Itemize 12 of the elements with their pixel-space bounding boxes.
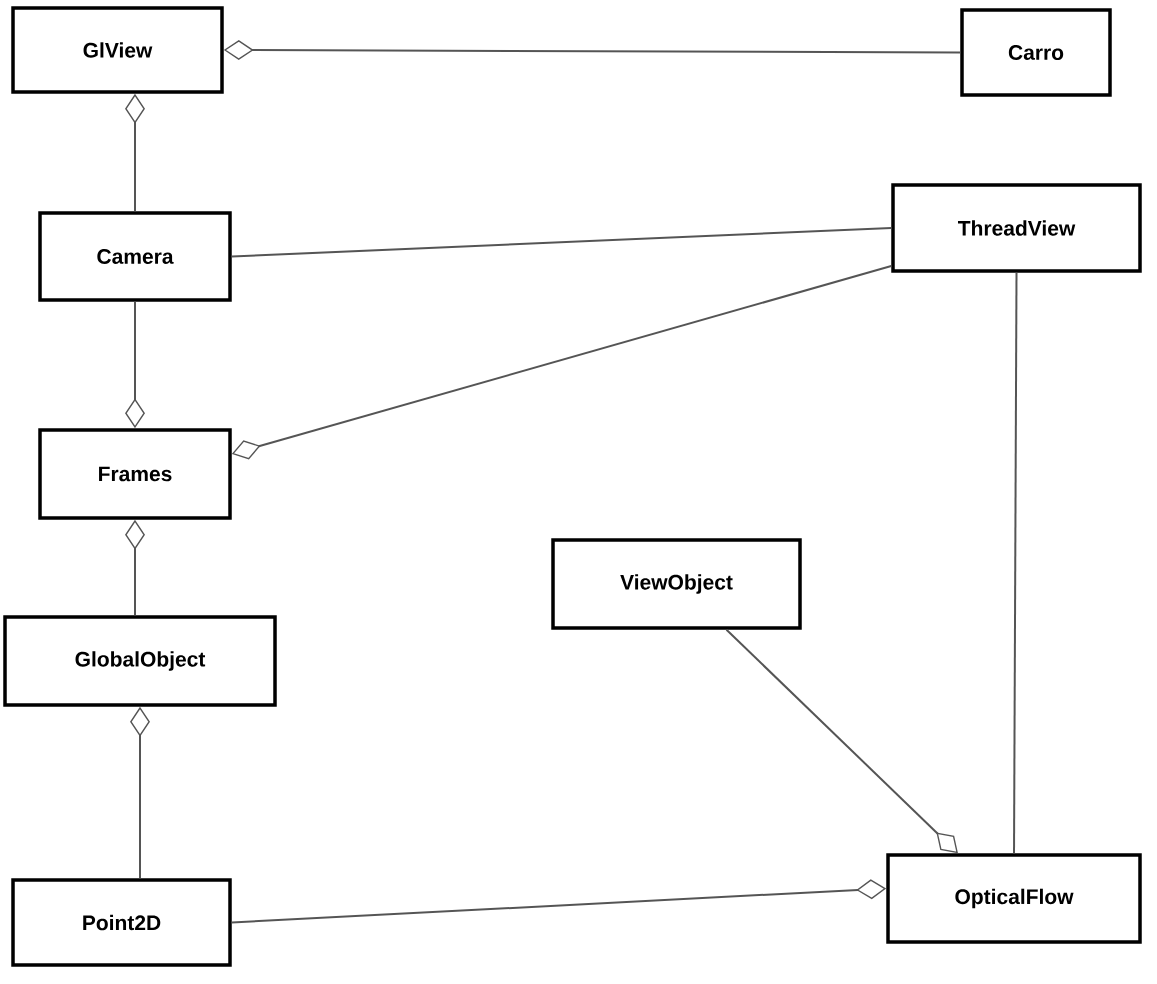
class-box: GlView xyxy=(11,6,224,94)
aggregation-line xyxy=(725,628,958,854)
class-box: GlobalObject xyxy=(3,615,277,707)
class-box: ViewObject xyxy=(551,538,802,630)
class-box: Carro xyxy=(960,8,1112,97)
class-box: Point2D xyxy=(11,878,232,967)
class-box: OpticalFlow xyxy=(886,853,1142,944)
association-line xyxy=(1013,271,1018,855)
class-box: ThreadView xyxy=(891,183,1142,273)
association-line xyxy=(230,227,893,258)
class-box: Camera xyxy=(38,211,232,302)
class-box: Frames xyxy=(38,428,232,520)
